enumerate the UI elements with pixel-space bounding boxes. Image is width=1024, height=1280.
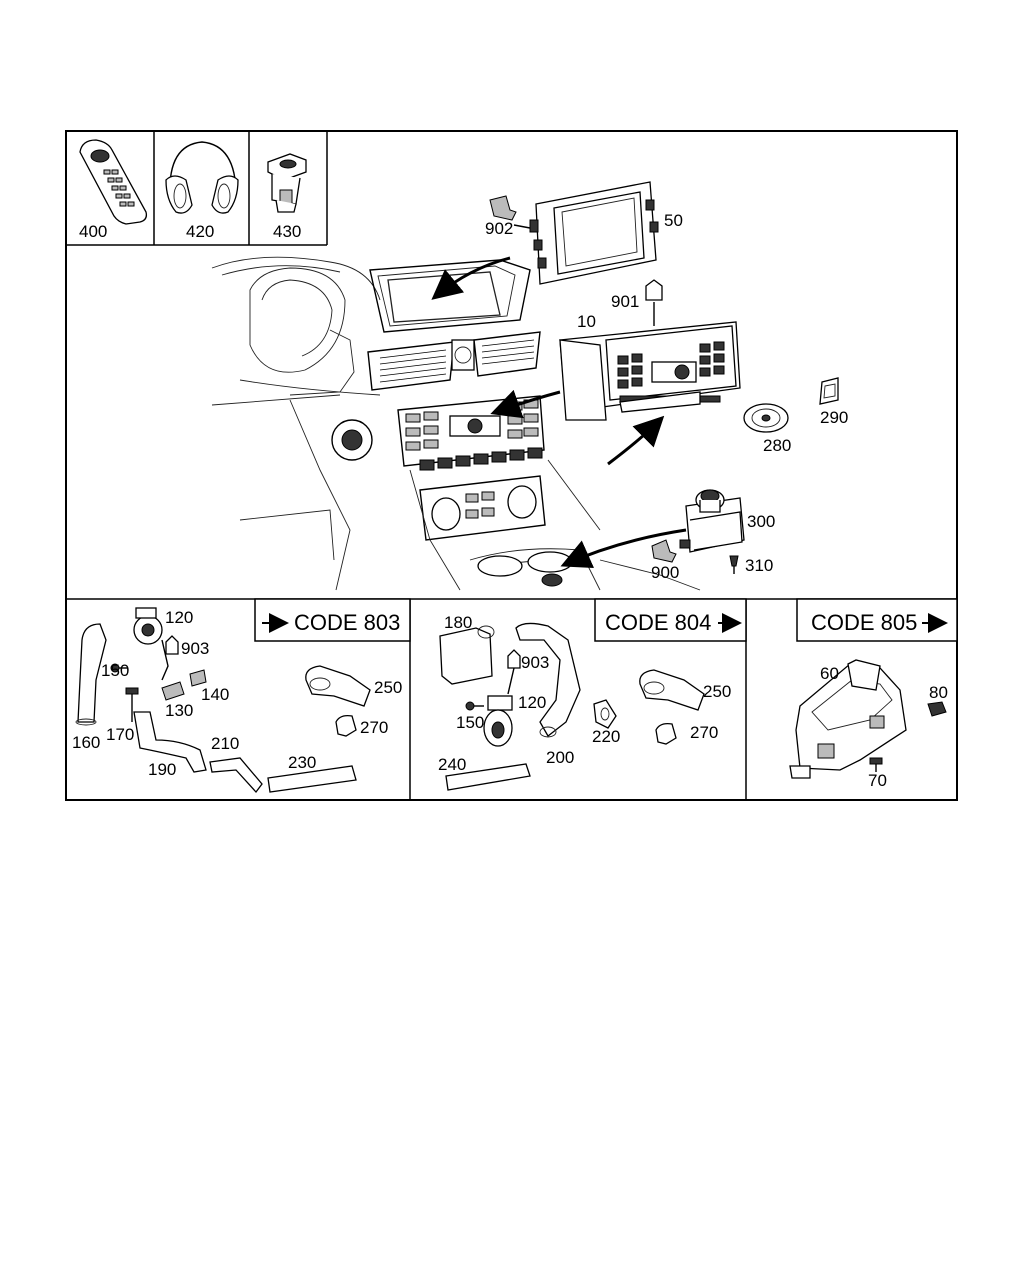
code-805-title: CODE 805 — [811, 610, 917, 635]
screw-310 — [729, 555, 739, 574]
connector-tag-902 — [489, 195, 517, 221]
callout-804-250: 250 — [703, 682, 731, 701]
callout-804-240: 240 — [438, 755, 466, 774]
disc-280 — [743, 403, 789, 433]
code-805-parts — [789, 659, 947, 779]
arrow-head-unit-lower — [607, 415, 665, 466]
callout-902: 902 — [485, 219, 513, 238]
arrow-display — [431, 256, 511, 300]
callout-805-70: 70 — [868, 771, 887, 790]
connector-icon — [267, 153, 307, 213]
callout-900: 900 — [651, 563, 679, 582]
card-290 — [819, 377, 839, 405]
label-420: 420 — [186, 222, 214, 241]
code-804-parts — [439, 622, 705, 791]
connector-tag-900 — [651, 539, 691, 563]
callout-803-130: 130 — [165, 701, 193, 720]
code-803-title: CODE 803 — [294, 610, 400, 635]
callout-803-170: 170 — [106, 725, 134, 744]
callout-804-270: 270 — [690, 723, 718, 742]
callout-310: 310 — [745, 556, 773, 575]
remote-control-icon — [79, 139, 148, 225]
callout-804-120: 120 — [518, 693, 546, 712]
callout-10: 10 — [577, 312, 596, 331]
callout-280: 280 — [763, 436, 791, 455]
connector-tag-901 — [645, 279, 663, 301]
callout-300: 300 — [747, 512, 775, 531]
code-804-tag — [594, 598, 747, 642]
code-804-title: CODE 804 — [605, 610, 711, 635]
arrow-controller — [560, 528, 687, 568]
callout-803-250: 250 — [374, 678, 402, 697]
callout-803-140: 140 — [201, 685, 229, 704]
callout-803-160: 160 — [72, 733, 100, 752]
callout-803-270: 270 — [360, 718, 388, 737]
label-430: 430 — [273, 222, 301, 241]
callout-804-180: 180 — [444, 613, 472, 632]
diagram-frame — [65, 130, 958, 801]
callout-50: 50 — [664, 211, 683, 230]
callout-805-80: 80 — [929, 683, 948, 702]
arrow-head-unit — [490, 389, 561, 419]
callout-804-150: 150 — [456, 713, 484, 732]
callout-804-220: 220 — [592, 727, 620, 746]
callout-290: 290 — [820, 408, 848, 427]
headphones-icon — [165, 141, 239, 214]
callout-803-903: 903 — [181, 639, 209, 658]
callout-805-60: 60 — [820, 664, 839, 683]
callout-804-200: 200 — [546, 748, 574, 767]
callout-803-150: 150 — [101, 661, 129, 680]
controller-300 — [685, 489, 745, 553]
code-803-parts — [75, 607, 371, 794]
callout-803-120: 120 — [165, 608, 193, 627]
label-400: 400 — [79, 222, 107, 241]
display-unit-50 — [529, 181, 659, 285]
callout-803-190: 190 — [148, 760, 176, 779]
head-unit-10 — [559, 321, 741, 421]
callout-803-210: 210 — [211, 734, 239, 753]
callout-804-903: 903 — [521, 653, 549, 672]
callout-901: 901 — [611, 292, 639, 311]
callout-803-230: 230 — [288, 753, 316, 772]
